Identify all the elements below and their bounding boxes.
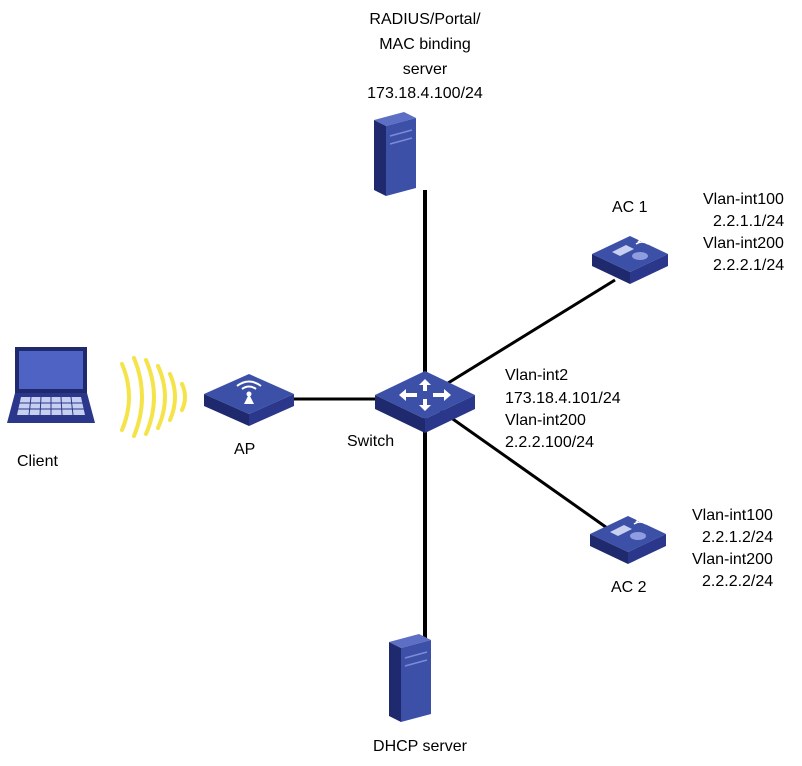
ac1-icon <box>592 236 668 284</box>
ac2-icon <box>590 516 666 564</box>
switch-ip2: 173.18.4.101/24 <box>505 390 621 407</box>
link-switch-ac1 <box>439 278 616 390</box>
ac1-ip200: 2.2.2.1/24 <box>713 257 785 274</box>
wifi-signal-icon <box>120 356 187 438</box>
client-name: Client <box>17 453 58 470</box>
ac2-vlan100: Vlan-int100 <box>692 507 773 524</box>
switch-ip200: 2.2.2.100/24 <box>505 434 594 451</box>
ap-name: AP <box>234 441 256 458</box>
link-switch-ac2 <box>439 408 611 532</box>
ac2-name: AC 2 <box>611 579 647 596</box>
dhcp-server-icon <box>389 634 431 722</box>
ac1-vlan200: Vlan-int200 <box>703 235 784 252</box>
switch-name: Switch <box>347 433 395 450</box>
ac1-name: AC 1 <box>612 199 648 216</box>
server-label-line-3: server <box>402 61 448 78</box>
dhcp-server-name: DHCP server <box>373 738 467 755</box>
ac2-ip100: 2.2.1.2/24 <box>702 529 774 546</box>
ac1-ip100: 2.2.1.1/24 <box>713 213 785 230</box>
server-label-line-1: RADIUS/Portal/ <box>369 11 481 28</box>
switch-vlan200: Vlan-int200 <box>505 412 586 429</box>
ap-icon <box>204 374 294 426</box>
ac2-ip200: 2.2.2.2/24 <box>702 573 774 590</box>
ac1-vlan100: Vlan-int100 <box>703 191 784 208</box>
ac2-vlan200: Vlan-int200 <box>692 551 773 568</box>
server-label-line-2: MAC binding <box>379 36 471 53</box>
switch-icon: SWITCH <box>375 371 475 433</box>
server-ip-label: 173.18.4.100/24 <box>367 85 483 102</box>
switch-vlan2: Vlan-int2 <box>505 367 569 384</box>
laptop-icon <box>7 347 95 423</box>
server-icon <box>374 112 416 196</box>
